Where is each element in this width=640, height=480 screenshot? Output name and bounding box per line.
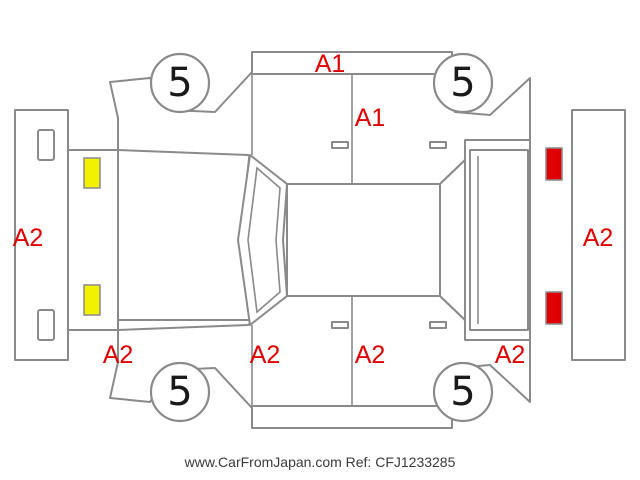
damage-code: A1 (315, 50, 346, 78)
left-door-handle-rear (429, 141, 447, 149)
windshield-inner (247, 166, 281, 314)
right-door-handle-rear (429, 321, 447, 329)
front-bumper-slot-bottom (37, 309, 55, 341)
right-door-handle-front (331, 321, 349, 329)
front-bumper (14, 109, 69, 361)
tire-tread-label: 5 (167, 369, 192, 415)
footer-reference: www.CarFromJapan.com Ref: CFJ1233285 (184, 454, 456, 470)
right-roof-rail (251, 405, 453, 429)
rear-lamp-top (545, 147, 563, 181)
front-lamp-top (83, 157, 101, 189)
tire-rear-right: 5 (432, 361, 494, 423)
right-side-panel (109, 295, 531, 409)
front-bumper-slot-top (37, 129, 55, 161)
tire-tread-label: 5 (450, 369, 475, 415)
tire-front-right: 5 (149, 361, 211, 423)
rear-bumper (571, 109, 626, 361)
left-roof-rail (251, 51, 453, 75)
rear-lamp-bottom (545, 291, 563, 325)
left-door-handle-front (331, 141, 349, 149)
damage-code: A2 (583, 224, 614, 252)
damage-code: A2 (355, 341, 386, 369)
tailgate-panel (469, 149, 529, 331)
tire-front-left: 5 (149, 52, 211, 114)
damage-code: A1 (355, 104, 386, 132)
hood-panel (117, 149, 251, 321)
front-lamp-bottom (83, 284, 101, 316)
damage-code: A2 (103, 341, 134, 369)
rear-window (439, 159, 466, 321)
damage-code: A2 (13, 224, 44, 252)
tire-rear-left: 5 (432, 52, 494, 114)
roof (286, 183, 441, 297)
left-side-panel (109, 71, 531, 185)
damage-code: A2 (495, 341, 526, 369)
tire-tread-label: 5 (450, 60, 475, 106)
damage-code: A2 (250, 341, 281, 369)
tire-tread-label: 5 (167, 60, 192, 106)
